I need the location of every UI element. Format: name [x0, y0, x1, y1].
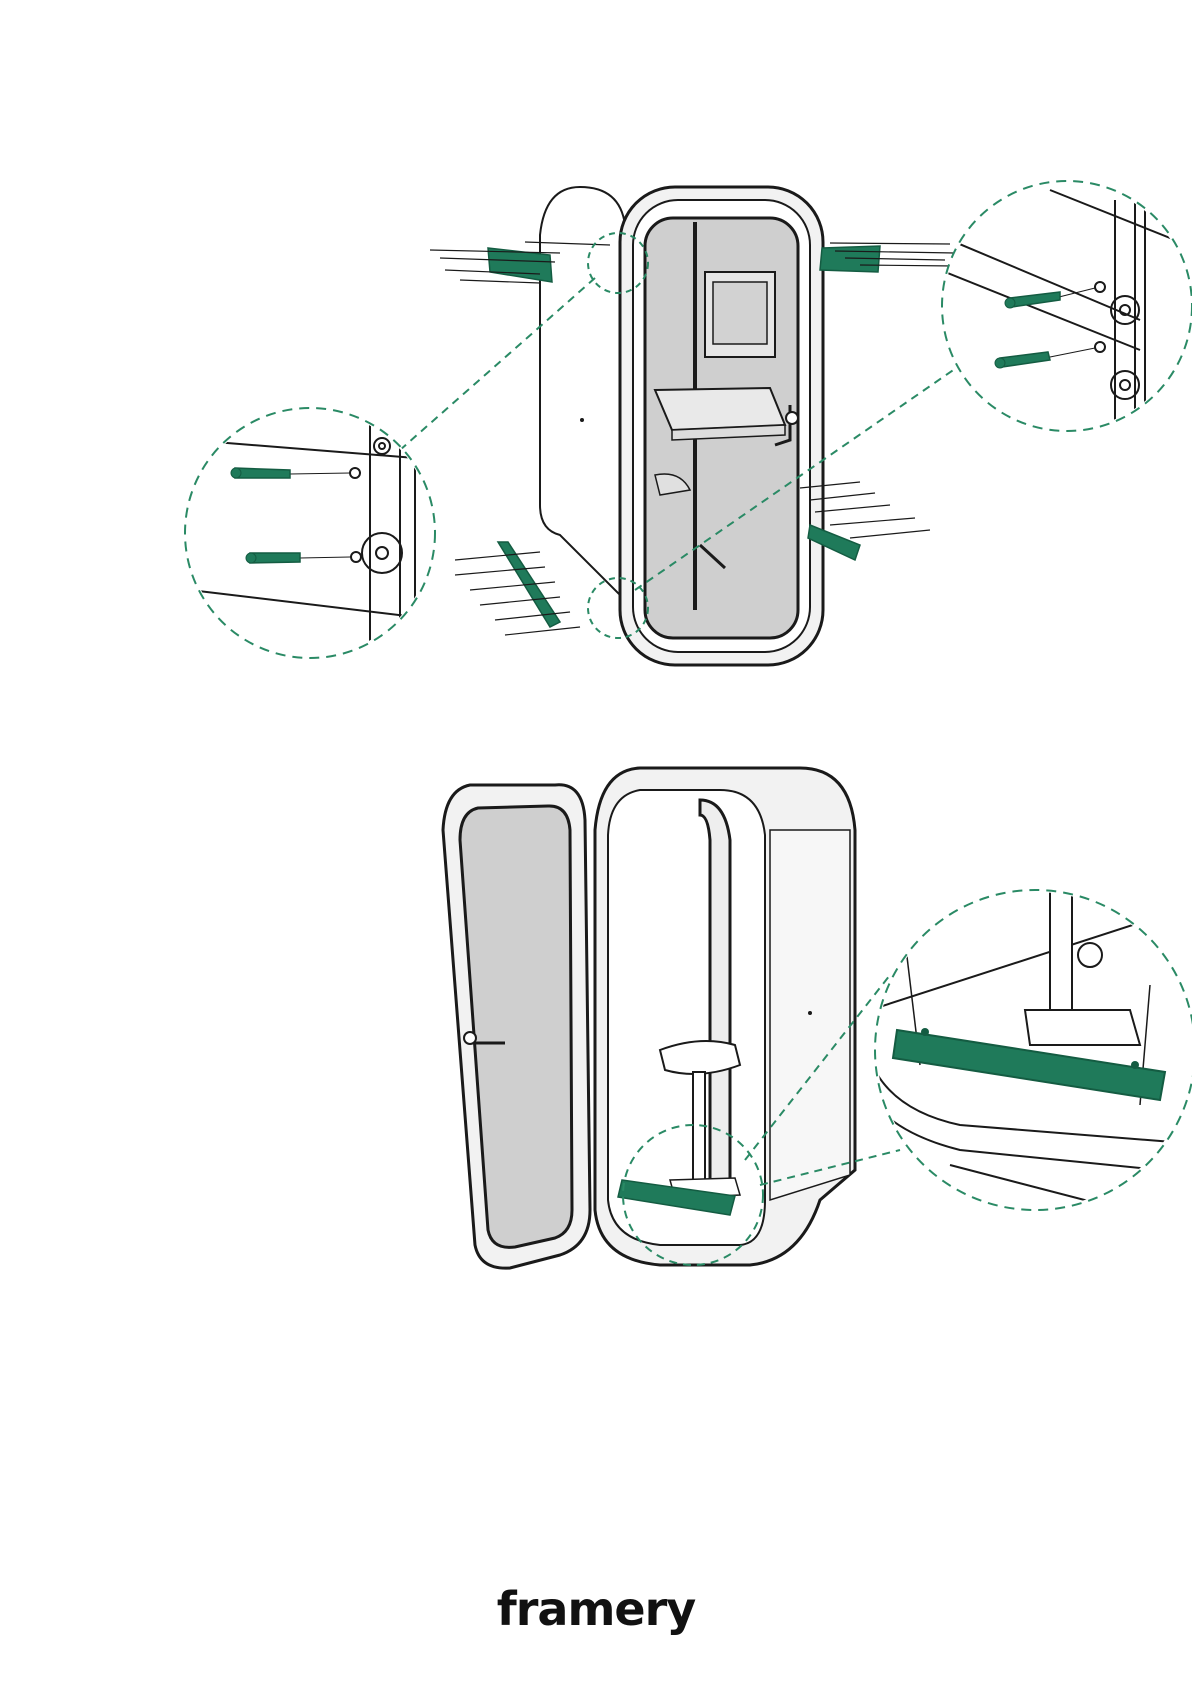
framery-logo: framery: [0, 1582, 1192, 1636]
top-booth-figure: [185, 181, 1192, 665]
zoom-callout-icon-right: [940, 181, 1192, 431]
stool-seat-icon: [660, 1041, 740, 1074]
door-lock-icon: [786, 412, 798, 424]
booth-interior: [608, 790, 765, 1245]
booth-side-panel: [540, 187, 625, 600]
side-hole: [580, 418, 584, 422]
side-hole: [808, 1011, 812, 1015]
stool-post: [693, 1072, 705, 1182]
monitor-screen: [713, 282, 767, 344]
screw-icon: [235, 468, 290, 478]
door-lock-icon: [464, 1032, 476, 1044]
bottom-booth-figure: [443, 768, 1192, 1268]
desk-shelf: [655, 388, 785, 430]
zoom-callout-icon-floor: [860, 880, 1192, 1230]
screw-icon: [250, 553, 300, 563]
zoom-callout-icon-left: [185, 408, 440, 660]
